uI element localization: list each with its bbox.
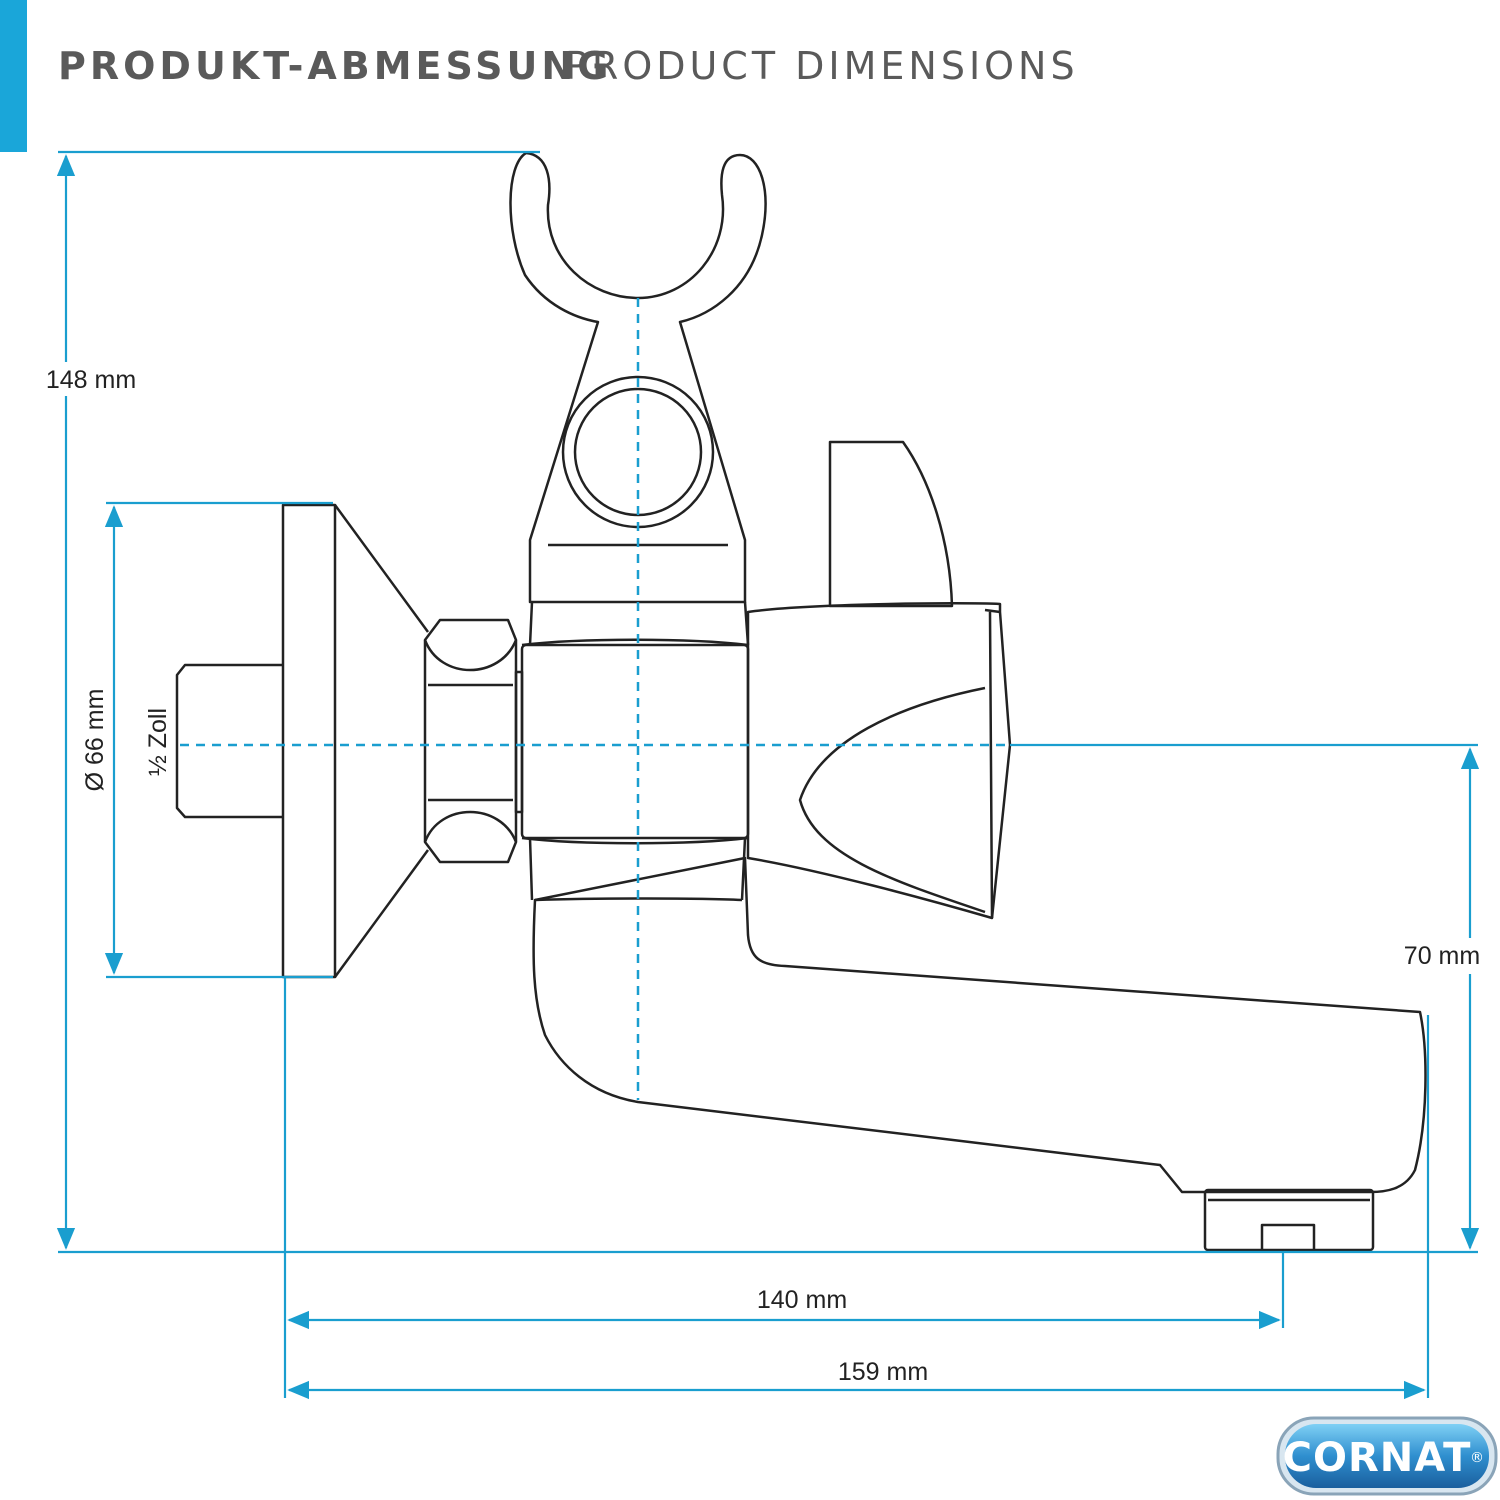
aerator bbox=[1203, 1188, 1375, 1252]
label-total-height: 148 mm bbox=[46, 366, 136, 394]
control-knob bbox=[746, 602, 1012, 920]
aerator-outlet bbox=[1260, 1223, 1316, 1250]
title-english: PRODUCT DIMENSIONS bbox=[565, 44, 1079, 88]
logo-registered-mark: ® bbox=[1470, 1450, 1484, 1466]
knob-recess bbox=[798, 686, 986, 914]
label-total-length: 159 mm bbox=[838, 1358, 928, 1386]
spout-joint bbox=[534, 897, 743, 902]
nut-washer bbox=[514, 670, 524, 814]
shower-holder-hook bbox=[509, 151, 767, 604]
body-sleeve-bottom bbox=[521, 836, 749, 845]
center-lines bbox=[180, 298, 1008, 1100]
label-flange-diameter: Ø 66 mm bbox=[81, 689, 109, 792]
hex-nut bbox=[423, 618, 518, 864]
valve-body bbox=[528, 601, 750, 901]
logo-text: CORNAT bbox=[1283, 1435, 1472, 1481]
label-thread-size: ½ Zoll bbox=[144, 708, 172, 776]
logo-badge bbox=[1285, 1424, 1489, 1488]
flange-cone bbox=[333, 504, 430, 978]
hex-nut-faces bbox=[423, 639, 518, 843]
label-mask-height bbox=[40, 362, 144, 396]
label-spout-reach: 140 mm bbox=[757, 1286, 847, 1314]
faucet-outline bbox=[175, 151, 1427, 1252]
cornat-logo: CORNAT ® bbox=[1276, 1416, 1498, 1496]
dimension-lines bbox=[56, 150, 1480, 1400]
spout bbox=[532, 856, 1427, 1194]
lever-handle bbox=[828, 440, 954, 608]
body-sleeve bbox=[520, 643, 750, 840]
title-german: PRODUKT-ABMESSUNG bbox=[58, 44, 613, 88]
accent-bar bbox=[0, 0, 27, 152]
label-mask-spout-height bbox=[1398, 938, 1488, 974]
wall-flange bbox=[281, 503, 337, 979]
label-spout-height: 70 mm bbox=[1404, 942, 1480, 970]
knob-edge bbox=[984, 608, 1001, 919]
body-sleeve-top bbox=[521, 638, 749, 647]
thread-connector bbox=[175, 663, 283, 819]
